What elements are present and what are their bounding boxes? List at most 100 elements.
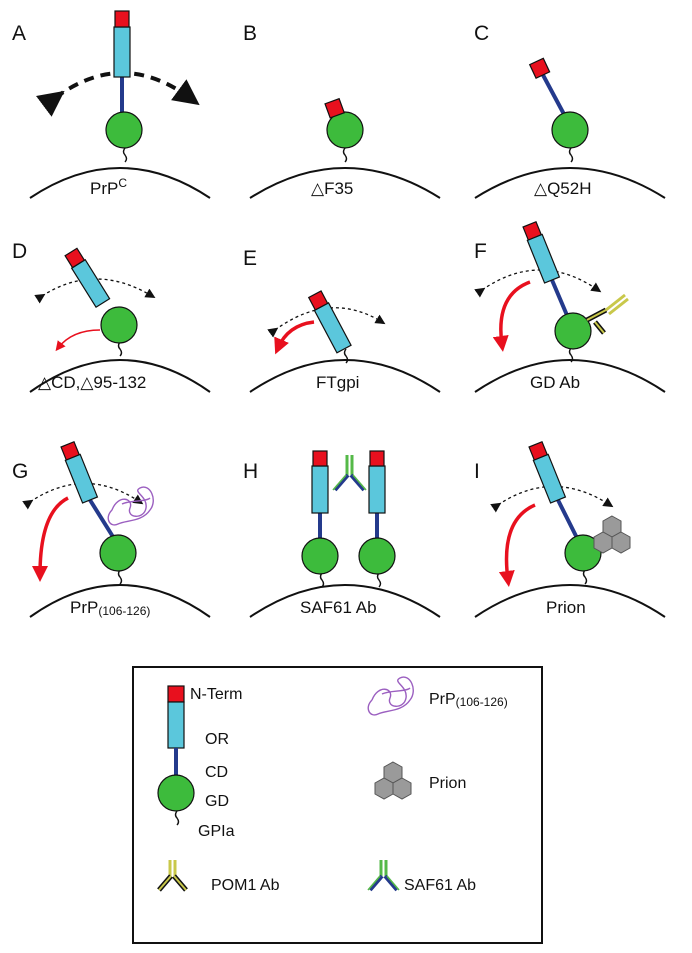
- caption: GD Ab: [530, 373, 580, 392]
- or-domain: [313, 302, 352, 354]
- gd-domain: [554, 312, 592, 350]
- tilt-arrow: [498, 503, 536, 587]
- or-domain: [532, 453, 567, 504]
- prp-rod: [528, 440, 567, 504]
- gpi-anchor: [122, 147, 128, 163]
- caption: PrP(106-126): [70, 598, 150, 618]
- gpi-anchor: [582, 569, 588, 585]
- panel-letter: E: [243, 247, 257, 270]
- membrane-arc: [29, 584, 211, 618]
- legend-prp-icon: [157, 685, 195, 826]
- tilt-arrow: [32, 496, 69, 582]
- legend-gd: GD: [205, 793, 229, 810]
- legend-peptide: PrP(106-126): [429, 691, 508, 709]
- cd-linker: [550, 279, 571, 321]
- panel-letter: G: [12, 460, 28, 483]
- panel-d: D △CD,△95-132: [12, 240, 211, 393]
- legend-pom1-icon: [157, 860, 188, 892]
- caption: △CD,△95-132: [38, 373, 146, 392]
- panel-g: G PrP(106-126): [12, 440, 211, 618]
- n-term: [60, 440, 81, 461]
- or-domain: [368, 465, 386, 514]
- legend-prion-icon: [374, 761, 412, 800]
- membrane-arc: [474, 167, 666, 199]
- legend: N-Term OR CD GD GPIa PrP(106-126) Prion …: [132, 666, 543, 944]
- gd-domain: [105, 111, 143, 149]
- gpi-anchor: [568, 147, 574, 163]
- or-domain: [311, 465, 329, 514]
- membrane-arc: [249, 167, 441, 199]
- n-term: [64, 247, 86, 269]
- tilt-arrow: [492, 280, 531, 352]
- gd-domain: [301, 537, 339, 575]
- gd-domain: [326, 111, 364, 149]
- or-domain: [113, 26, 131, 78]
- panel-i: I Prion: [474, 440, 666, 618]
- n-term: [528, 440, 549, 461]
- prp-rod: [64, 247, 111, 308]
- gpi-anchor: [117, 341, 123, 357]
- or-domain: [64, 453, 99, 504]
- membrane-arc: [474, 359, 666, 393]
- n-term: [528, 57, 551, 80]
- caption: FTgpi: [316, 373, 359, 392]
- legend-gpia: GPIa: [198, 823, 235, 840]
- flexibility-arrow: [267, 307, 386, 338]
- legend-saf61: SAF61 Ab: [404, 877, 476, 894]
- panel-letter: D: [12, 240, 27, 263]
- panel-f: F GD Ab: [474, 220, 666, 393]
- gd-domain: [100, 306, 138, 344]
- gpi-anchor: [342, 147, 348, 163]
- caption: △F35: [311, 179, 353, 198]
- caption: PrPC: [90, 176, 127, 198]
- or-domain: [526, 233, 561, 284]
- panel-letter: I: [474, 460, 480, 483]
- n-term: [167, 685, 185, 703]
- panel-h: H SAF61 Ab: [243, 450, 441, 618]
- cd-linker: [541, 74, 568, 119]
- tilt-arrow: [274, 320, 315, 355]
- n-term: [324, 97, 346, 119]
- n-term: [307, 290, 329, 311]
- caption: SAF61 Ab: [300, 598, 377, 617]
- legend-nterm: N-Term: [190, 686, 242, 703]
- n-term: [522, 220, 543, 241]
- panel-letter: H: [243, 460, 258, 483]
- gpi-anchor: [376, 572, 382, 588]
- n-term: [114, 10, 130, 28]
- or-domain: [167, 701, 185, 749]
- gpi-anchor: [117, 569, 123, 585]
- gpi-anchor: [174, 810, 180, 826]
- legend-prion: Prion: [429, 775, 466, 792]
- prp-rod: [522, 220, 561, 284]
- legend-saf61-icon: [367, 860, 400, 892]
- pom1-antibody: [585, 293, 629, 335]
- panel-b: B △F35: [243, 22, 441, 199]
- n-term: [312, 450, 328, 467]
- panel-c: C △Q52H: [474, 22, 666, 199]
- gd-domain: [551, 111, 589, 149]
- gpi-anchor: [568, 347, 574, 363]
- flexibility-arrow: [34, 278, 156, 304]
- membrane-arc: [249, 359, 441, 393]
- legend-or: OR: [205, 731, 229, 748]
- panel-letter: A: [12, 22, 26, 45]
- membrane-arc: [249, 584, 441, 618]
- panel-a: A PrPC: [12, 10, 211, 199]
- gd-domain: [564, 534, 602, 572]
- prp-rod: [307, 290, 352, 354]
- gd-domain: [358, 537, 396, 575]
- tilt-arrow: [55, 329, 101, 352]
- cd-linker: [88, 498, 117, 542]
- flexibility-arrow: [22, 482, 144, 510]
- panel-letter: F: [474, 240, 487, 263]
- gd-domain: [99, 534, 137, 572]
- caption: △Q52H: [534, 179, 591, 198]
- legend-box: [132, 666, 543, 944]
- legend-pom1: POM1 Ab: [211, 877, 280, 894]
- flexibility-arrow: [490, 485, 614, 513]
- prp-rod: [60, 440, 99, 504]
- n-term: [369, 450, 385, 467]
- panel-letter: B: [243, 22, 257, 45]
